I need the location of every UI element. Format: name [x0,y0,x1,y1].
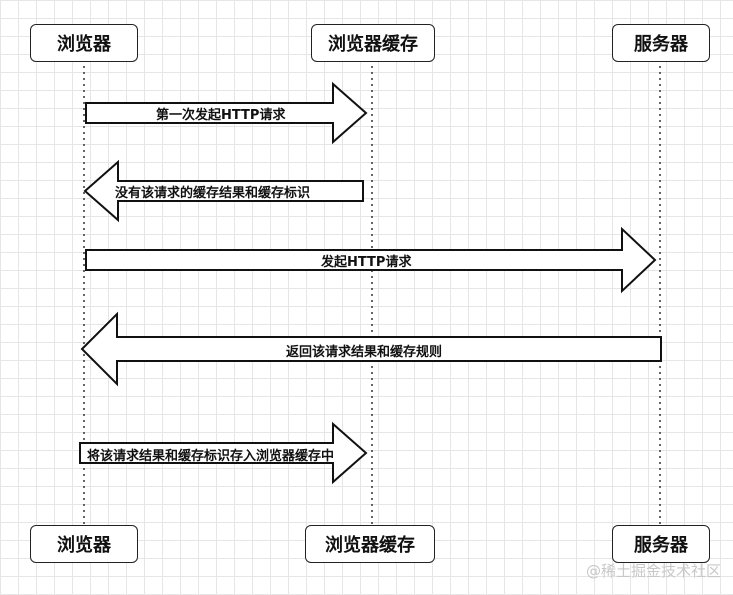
message-label-4: 返回该请求结果和缓存规则 [286,345,443,360]
arrow-msg-5 [79,421,368,485]
actor-cache-bottom: 浏览器缓存 [305,525,435,563]
actor-browser-bottom: 浏览器 [30,525,138,563]
message-label-5: 将该请求结果和缓存标识存入浏览器缓存中 [87,449,335,464]
actor-browser-top: 浏览器 [30,24,138,62]
actor-server-top: 服务器 [612,24,710,62]
arrow-msg-4 [80,311,662,387]
actor-cache-top: 浏览器缓存 [311,24,435,62]
arrow-msg-2 [83,159,364,223]
arrow-msg-3 [85,226,657,294]
message-label-2: 没有该请求的缓存结果和缓存标识 [115,186,311,201]
actor-server-bottom: 服务器 [612,525,710,563]
message-label-3: 发起HTTP请求 [321,255,412,270]
message-label-1: 第一次发起HTTP请求 [156,108,286,123]
watermark: @稀土掘金技术社区 [585,562,721,580]
arrow-msg-1 [85,81,368,145]
